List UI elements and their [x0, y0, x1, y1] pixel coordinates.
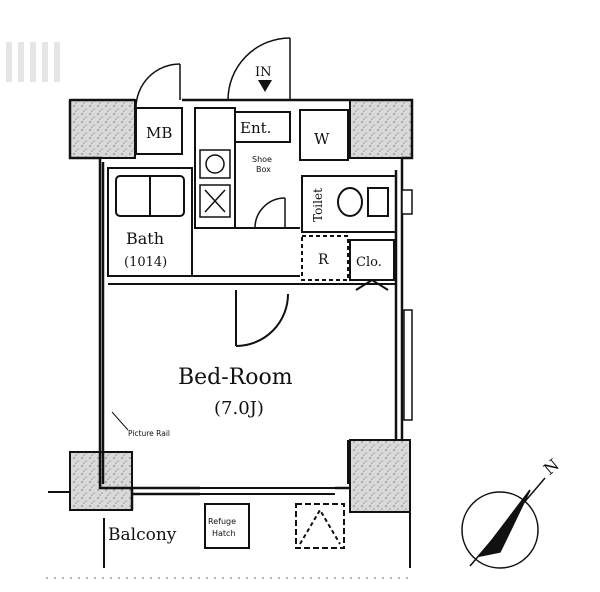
north-label: N — [540, 455, 563, 479]
mb-box — [135, 107, 183, 155]
w-label: W — [314, 130, 330, 148]
entry-in-label: IN — [255, 65, 272, 80]
bath-size-label: (1014) — [124, 255, 167, 270]
balcony-label: Balcony — [108, 525, 177, 545]
refrigerator-closet — [301, 235, 395, 291]
escape-hatch-label-1: Refuge — [208, 517, 236, 526]
entry-door[interactable] — [135, 37, 291, 109]
bath-label: Bath — [126, 229, 164, 248]
shoe-box-label-1: Shoe — [252, 155, 272, 164]
washbasin — [199, 149, 286, 229]
structural-walls — [69, 99, 413, 513]
bedroom-walls — [108, 283, 396, 484]
balcony — [48, 487, 411, 568]
mb-label: MB — [146, 124, 172, 142]
entry-arrow-icon — [258, 80, 272, 92]
bedroom-label: Bed-Room — [178, 365, 293, 390]
north-compass-icon — [461, 477, 546, 569]
right-windows — [401, 189, 413, 421]
escape-hatch-label-2: Hatch — [212, 529, 236, 538]
bathroom — [107, 167, 300, 277]
toilet-room — [301, 175, 397, 233]
outer-walls — [68, 98, 414, 510]
ent-label: Ent. — [240, 119, 271, 137]
scan-artifact — [6, 42, 60, 82]
bedroom-size-label: (7.0J) — [214, 398, 264, 419]
refrigerator-label: R — [318, 252, 329, 268]
picture-rail-leader — [111, 411, 129, 431]
entry-area — [194, 107, 349, 229]
toilet-label: Toilet — [311, 188, 325, 222]
closet-label: Clo. — [356, 255, 382, 270]
picture-rail-label: Picture Rail — [128, 429, 170, 438]
shoe-box-label-2: Box — [256, 165, 271, 174]
